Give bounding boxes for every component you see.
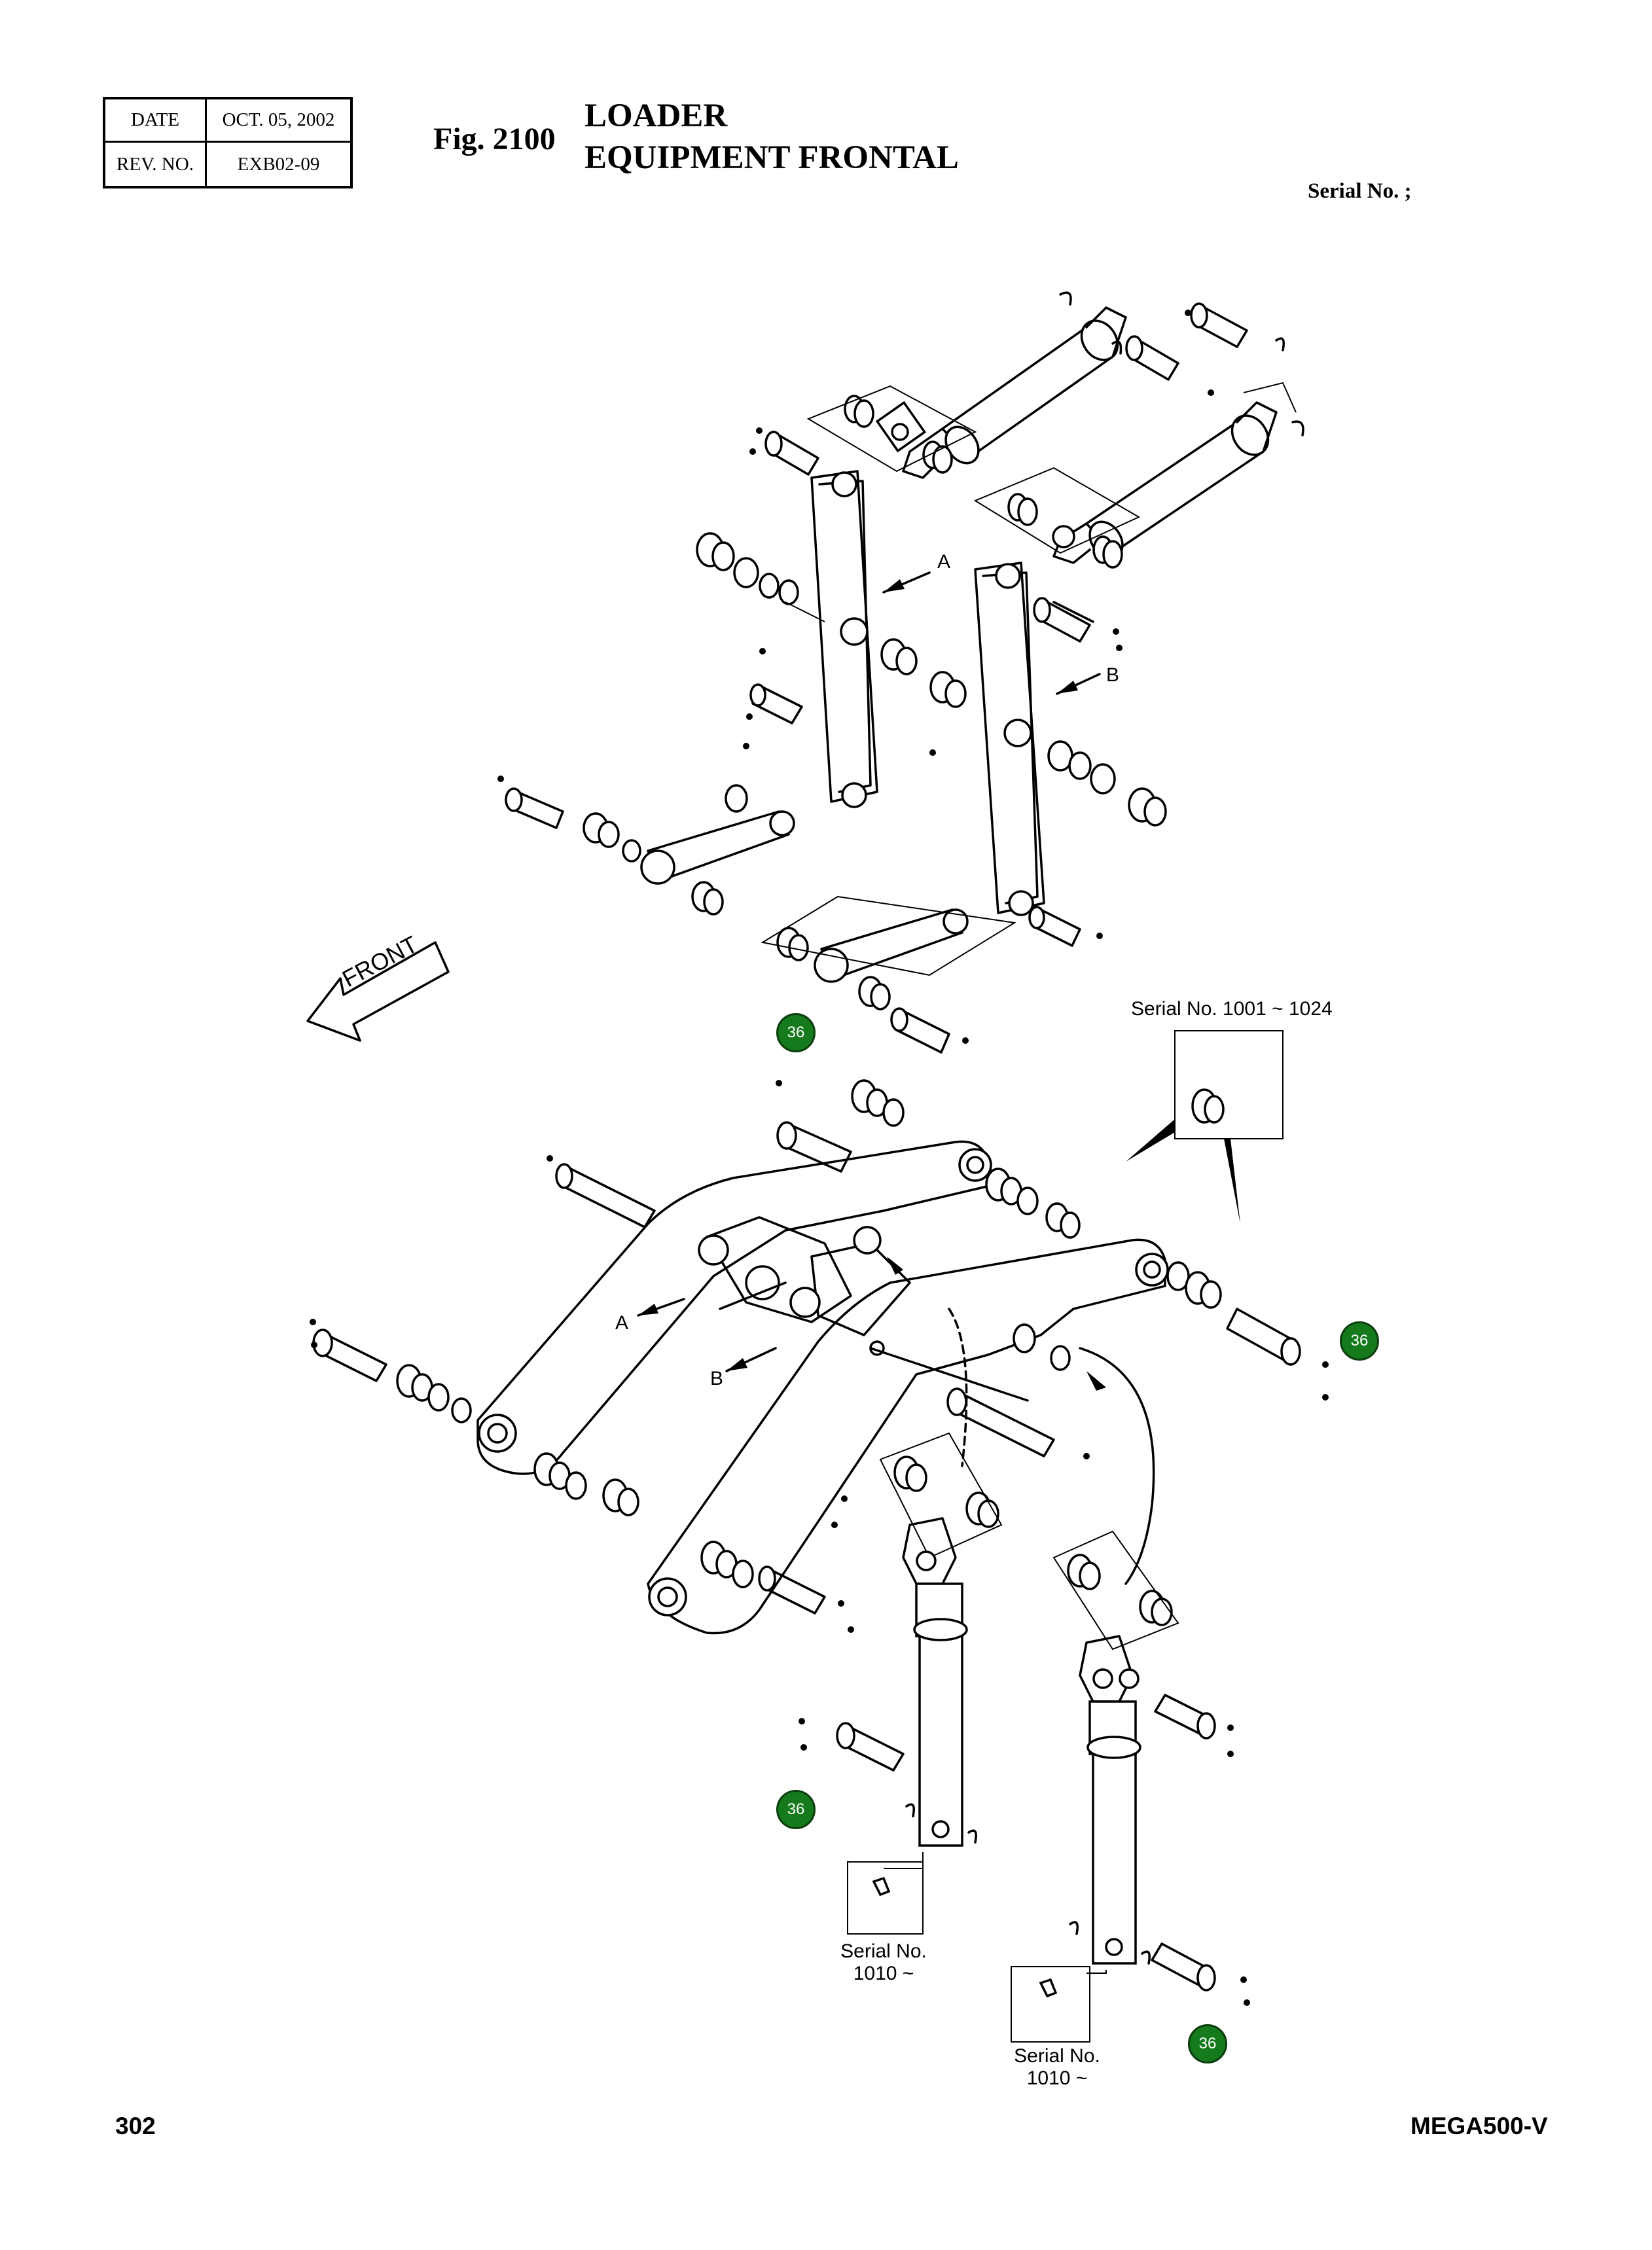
part-callout-36[interactable]: 36 <box>776 1790 816 1829</box>
figure-number: Fig. 2100 <box>433 122 556 156</box>
view-b-label-upper: B <box>1106 664 1120 686</box>
upper-link-right <box>974 562 1045 916</box>
upper-pins <box>764 291 1304 643</box>
view-a-label-upper: A <box>937 551 951 573</box>
upper-cylinder-right <box>1052 401 1278 564</box>
short-link-right <box>761 895 1081 1054</box>
page-number: 302 <box>115 2113 156 2139</box>
lift-cylinder-right <box>1011 1635 1216 2043</box>
revision-value: EXB02-09 <box>237 153 320 175</box>
serial-note-right-cylinder: Serial No. 1010 ~ <box>1008 2045 1106 2090</box>
date-value: OCT. 05, 2002 <box>222 109 335 130</box>
part-callout-36[interactable]: 36 <box>1340 1321 1379 1361</box>
upper-link-bushings <box>696 532 1167 827</box>
upper-cylinder-left <box>875 306 1127 479</box>
serial-note-right-line1: Serial No. <box>1014 2045 1100 2067</box>
header-info-table: DATE OCT. 05, 2002 REV. NO. EXB02-09 <box>103 97 353 188</box>
date-label: DATE <box>105 99 207 141</box>
serial-note-1001-1024: Serial No. 1001 ~ 1024 <box>1131 998 1333 1020</box>
revision-row: REV. NO. EXB02-09 <box>105 143 350 186</box>
short-link-left <box>505 683 803 916</box>
fasteners <box>310 310 1329 2006</box>
view-b-label-lower: B <box>710 1368 724 1389</box>
upper-bushings <box>806 382 1297 569</box>
serial-note-left-cylinder: Serial No. 1010 ~ <box>835 1940 933 1985</box>
model-name: MEGA500-V <box>1410 2113 1548 2139</box>
part-callout-36[interactable]: 36 <box>776 1013 816 1052</box>
revision-label: REV. NO. <box>105 143 207 186</box>
serial-detail-box-1 <box>1126 1030 1284 1224</box>
serial-note-right-line2: 1010 ~ <box>1026 2067 1088 2089</box>
lower-boom-pins <box>312 1121 1301 1615</box>
serial-note-left-line1: Serial No. <box>840 1940 927 1962</box>
part-callout-36[interactable]: 36 <box>1188 2024 1227 2063</box>
serial-number-label: Serial No. ; <box>1308 179 1412 203</box>
serial-note-left-line2: 1010 ~ <box>853 1963 914 1984</box>
page-title-line1: LOADER <box>584 98 728 134</box>
front-direction-arrow <box>306 941 450 1042</box>
view-a-label-lower: A <box>615 1312 629 1334</box>
upper-link-left <box>810 470 878 808</box>
date-row: DATE OCT. 05, 2002 <box>105 99 350 143</box>
lower-boom-bushings <box>396 1079 1222 1651</box>
view-arrows <box>637 571 1101 1372</box>
lower-boom-arms <box>476 1140 1169 1635</box>
lift-cylinder-left <box>836 1517 977 1935</box>
page-title-line2: EQUIPMENT FRONTAL <box>584 139 959 176</box>
